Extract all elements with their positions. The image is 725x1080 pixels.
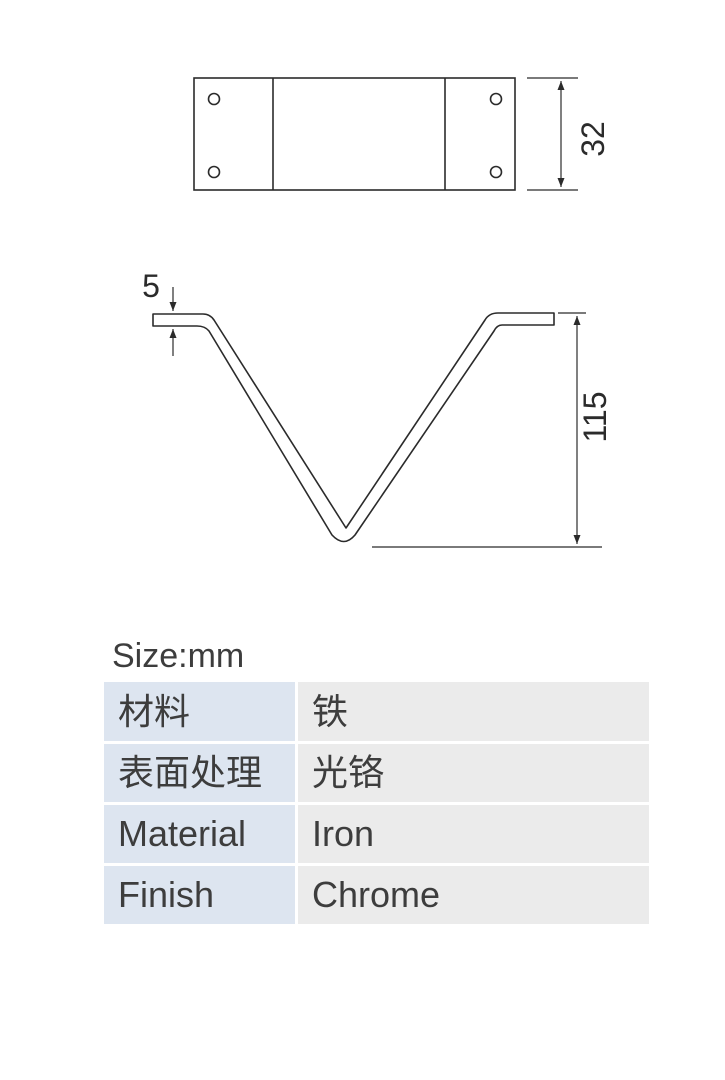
width-dimension-label: 32 [575,121,611,157]
spec-value: 铁 [298,682,649,741]
spec-key: 表面处理 [104,741,298,802]
spec-value: 光铬 [298,741,649,802]
mounting-hole [489,165,503,179]
spec-key: Finish [104,863,298,924]
thickness-dimension-label: 5 [142,268,160,304]
spec-value: Iron [298,802,649,863]
spec-key: 材料 [104,682,298,741]
width-dimension [527,77,578,191]
spec-key: Material [104,802,298,863]
mounting-hole [489,92,503,106]
table-row: Material Iron [104,802,649,863]
spec-table: 材料 铁 表面处理 光铬 Material Iron Finish Chrome [104,682,649,924]
table-row: 材料 铁 [104,682,649,741]
size-unit-label: Size:mm [112,637,245,675]
spec-value: Chrome [298,863,649,924]
height-dimension-label: 115 [577,391,613,442]
plate-outline [193,77,516,191]
table-row: 表面处理 光铬 [104,741,649,802]
mounting-hole [207,92,221,106]
height-dimension [372,312,602,548]
top-view [193,77,516,191]
mounting-hole [207,165,221,179]
table-row: Finish Chrome [104,863,649,924]
technical-drawing: 32 5 115 [142,77,613,548]
bracket-profile [152,312,555,543]
